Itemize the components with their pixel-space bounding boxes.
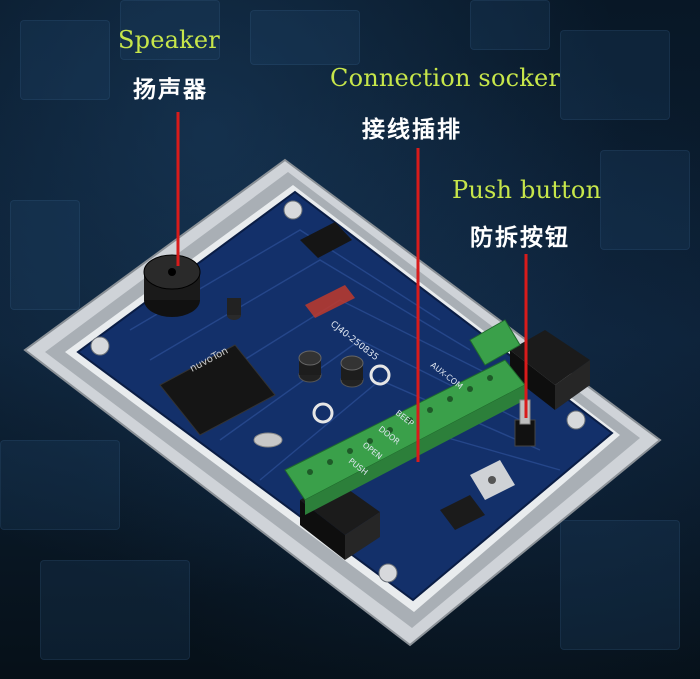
red-sticker <box>305 285 355 318</box>
connection-label-cn: 接线插排 <box>362 117 462 143</box>
bg-tile <box>120 0 220 60</box>
relay-top <box>510 330 590 410</box>
terminal-screws <box>307 375 493 475</box>
push-label-cn: 防拆按钮 <box>470 225 570 251</box>
bg-tile <box>560 520 680 650</box>
connection-label-en: Connection socker <box>330 64 561 92</box>
bg-tile <box>10 200 80 310</box>
terminal-block-side <box>469 319 521 366</box>
bg-tile <box>20 20 110 100</box>
test-rings <box>312 364 391 424</box>
bg-tile <box>40 560 190 660</box>
bg-tile <box>600 150 690 250</box>
voltage-regulator <box>440 460 515 530</box>
bg-tile <box>250 10 360 65</box>
small-ic <box>300 222 352 258</box>
speaker-buzzer <box>143 254 201 317</box>
bg-tile <box>0 440 120 530</box>
push-label-en: Push button <box>452 176 602 204</box>
crystal <box>253 432 283 448</box>
speaker-label-en: Speaker <box>118 26 220 54</box>
capacitors <box>227 298 364 388</box>
bg-tile <box>470 0 550 50</box>
bg-tile <box>560 30 670 120</box>
speaker-label-cn: 扬声器 <box>133 77 208 103</box>
mounting-holes <box>90 200 586 583</box>
